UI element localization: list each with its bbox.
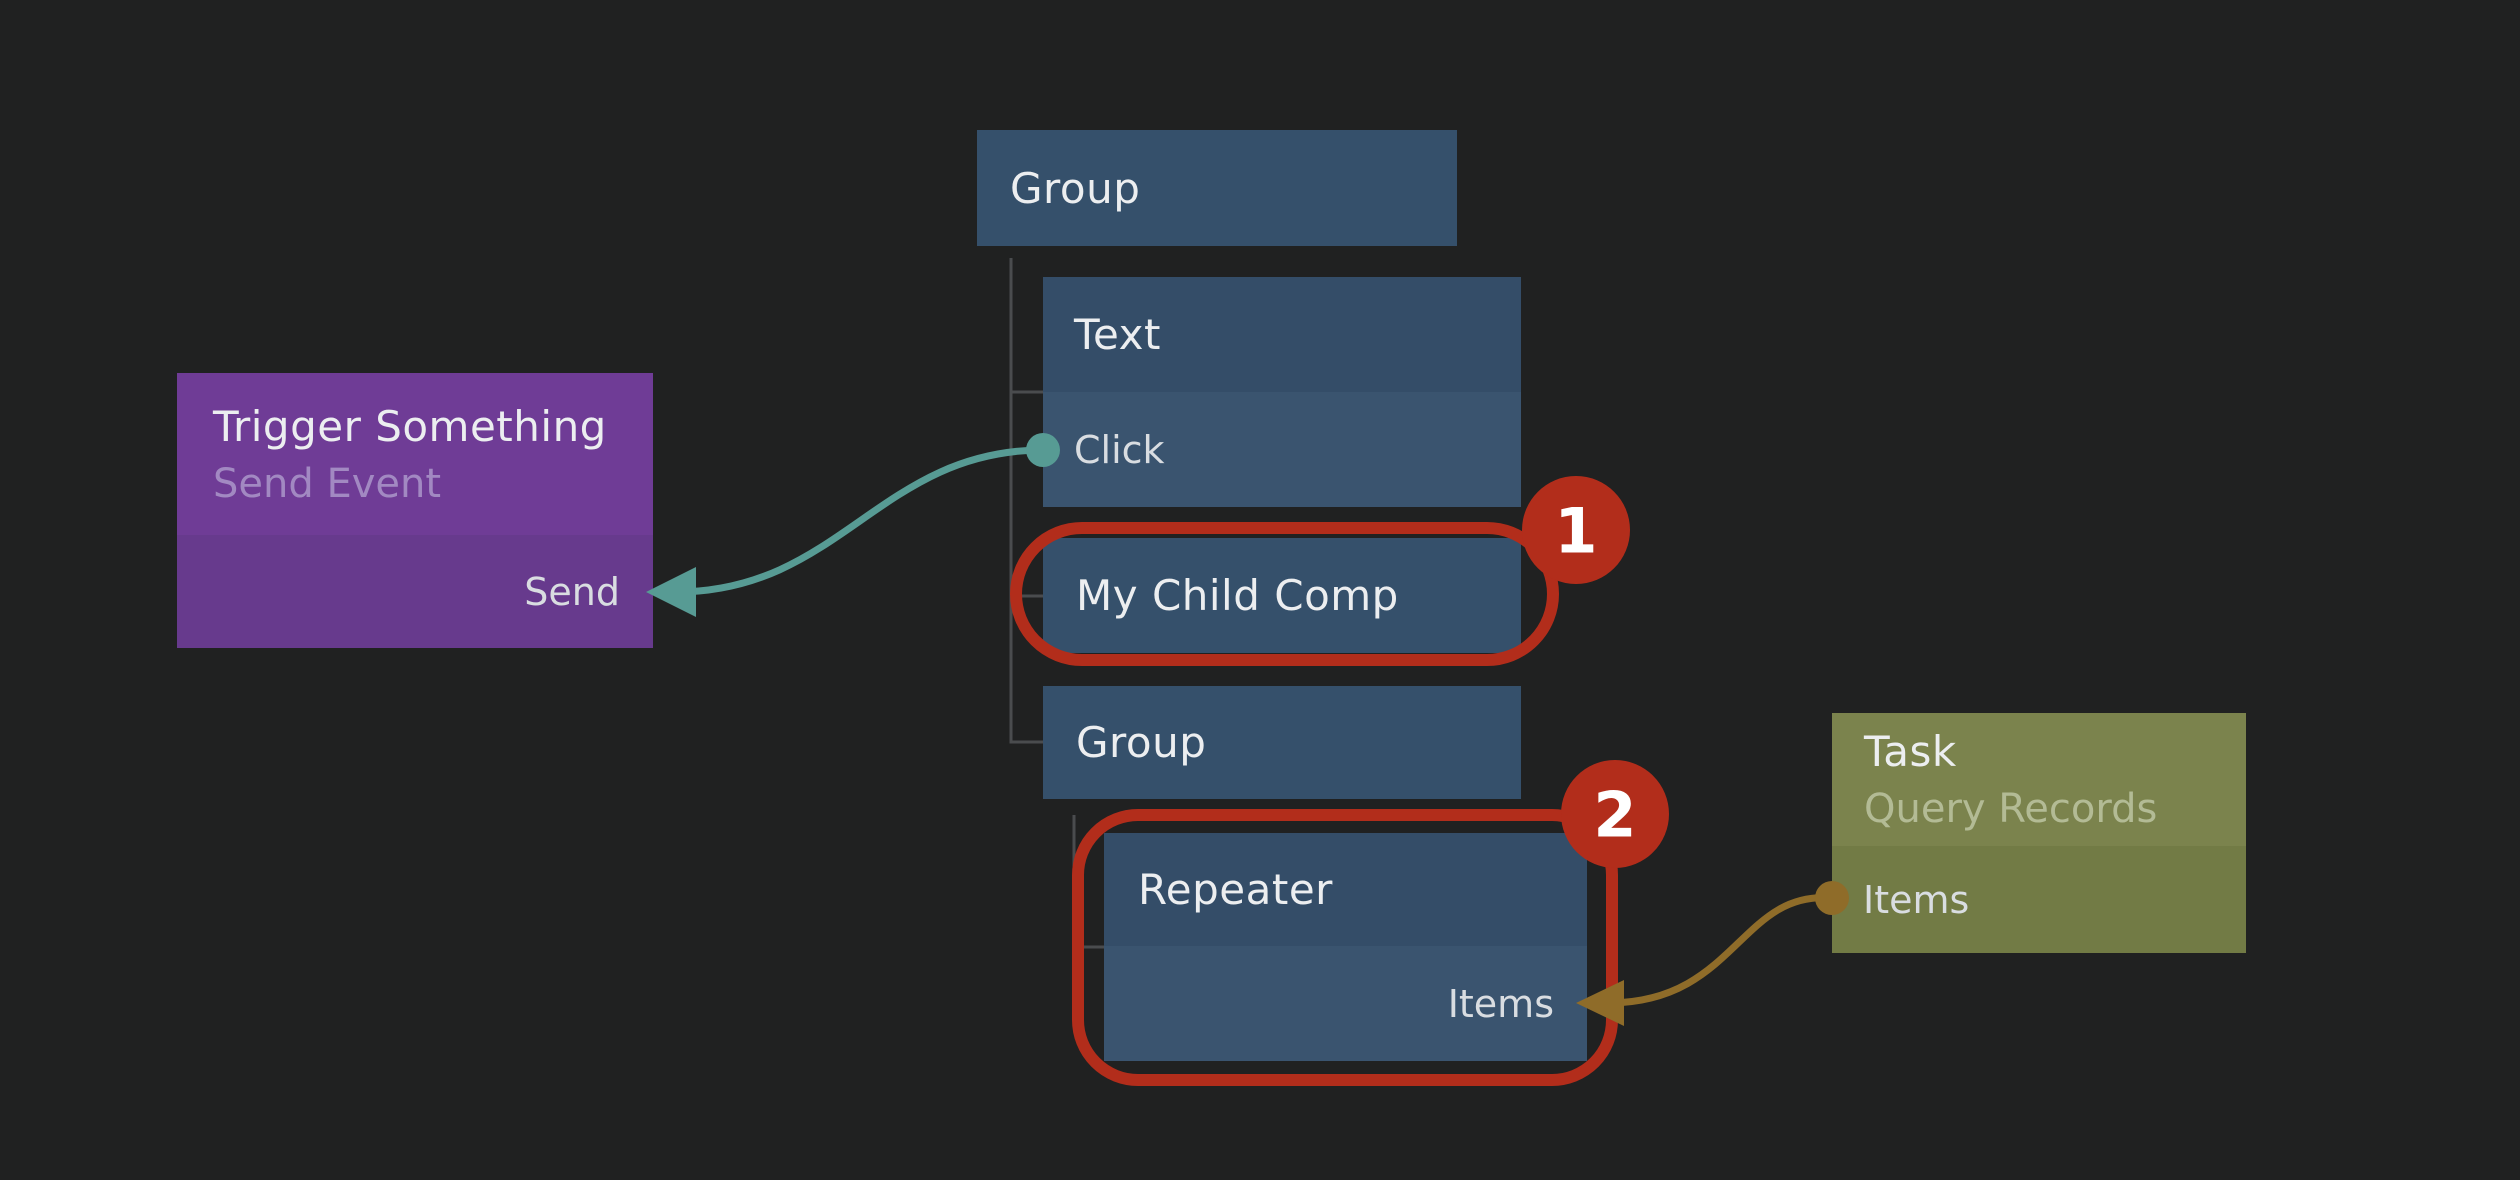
input-port-send[interactable]: Send [524, 569, 620, 614]
node-port-section: Send [177, 535, 653, 648]
send-arrowhead-icon [646, 567, 696, 617]
node-title: Task [1864, 727, 1957, 776]
node-text[interactable]: Text Click [1043, 277, 1521, 507]
node-title: My Child Comp [1076, 571, 1399, 620]
tree-line-group1-children [1009, 258, 1043, 744]
node-group-1[interactable]: Group [977, 130, 1457, 246]
annotation-badge-2 [1561, 760, 1669, 868]
annotation-circle-2 [1072, 809, 1618, 1086]
items-output-port-dot[interactable] [1815, 881, 1849, 915]
output-port-items[interactable]: Items [1863, 877, 1970, 922]
node-my-child-comp[interactable]: My Child Comp [1043, 538, 1521, 653]
node-header: Task Query Records [1832, 713, 2246, 846]
output-port-click[interactable]: Click [1074, 427, 1165, 472]
node-repeater[interactable]: Repeater Items [1104, 833, 1587, 1061]
node-subtitle: Send Event [213, 460, 442, 507]
annotation-badge-1 [1522, 476, 1630, 584]
node-header: Text [1043, 277, 1521, 392]
node-header: Repeater [1104, 833, 1587, 946]
connection-click-to-send[interactable] [675, 446, 1044, 596]
node-title: Group [1076, 718, 1207, 767]
node-title: Text [1074, 310, 1161, 359]
node-port-section: Items [1832, 846, 2246, 953]
connection-items-to-items[interactable] [1607, 894, 1833, 1007]
node-port-section: Click [1043, 392, 1521, 507]
node-title: Group [1010, 163, 1141, 213]
node-trigger-something[interactable]: Trigger Something Send Event Send [177, 373, 653, 648]
input-port-items[interactable]: Items [1447, 981, 1554, 1026]
annotation-badge-1-number: 1 [1554, 494, 1597, 567]
node-subtitle: Query Records [1864, 786, 2158, 832]
node-title: Trigger Something [213, 401, 607, 451]
node-port-section: Items [1104, 946, 1587, 1061]
node-group-2[interactable]: Group [1043, 686, 1521, 799]
node-header: Trigger Something Send Event [177, 373, 653, 535]
node-title: Repeater [1138, 865, 1333, 914]
annotation-circle-1 [1010, 522, 1559, 666]
click-output-port-dot[interactable] [1026, 433, 1060, 467]
items-arrowhead-icon [1576, 980, 1624, 1026]
node-task[interactable]: Task Query Records Items [1832, 713, 2246, 953]
annotation-badge-2-number: 2 [1593, 778, 1636, 851]
